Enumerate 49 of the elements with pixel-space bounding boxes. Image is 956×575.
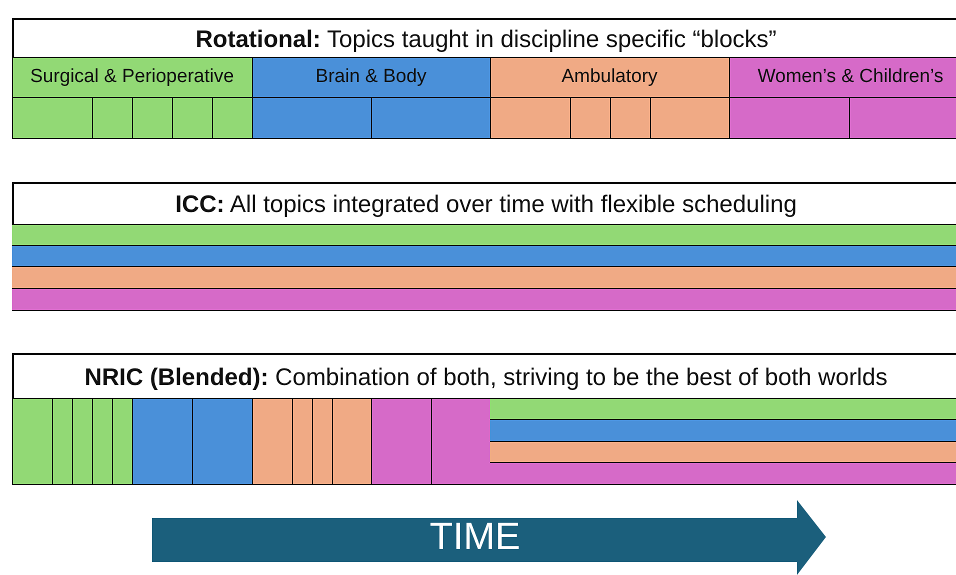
section-heading: NRIC (Blended): Combination of both, striving to be the best of both worlds xyxy=(83,364,888,392)
category-block xyxy=(728,56,956,98)
category-block xyxy=(12,56,252,98)
topic-block xyxy=(72,398,92,484)
category-label: Surgical & Perioperative xyxy=(30,66,234,88)
topic-bar xyxy=(490,440,956,462)
topic-block xyxy=(570,96,610,138)
topic-block xyxy=(112,398,132,484)
topic-block xyxy=(252,96,372,138)
topic-block xyxy=(12,398,52,484)
topic-block xyxy=(292,398,312,484)
topic-block xyxy=(312,398,332,484)
category-label: Women’s & Children’s xyxy=(758,66,944,88)
section-heading: Rotational: Topics taught in discipline specific “blocks” xyxy=(194,26,778,54)
topic-bar xyxy=(12,224,956,246)
topic-bar xyxy=(12,288,956,310)
topic-block xyxy=(332,398,372,484)
topic-block xyxy=(848,96,956,138)
arrow-label: TIME xyxy=(430,516,520,559)
topic-block xyxy=(610,96,650,138)
topic-block xyxy=(370,398,432,484)
category-label: Ambulatory xyxy=(561,66,658,88)
topic-block xyxy=(12,96,92,138)
topic-block xyxy=(52,398,72,484)
topic-bar xyxy=(490,462,956,484)
topic-bar xyxy=(12,266,956,288)
topic-block xyxy=(370,96,490,138)
topic-bar xyxy=(490,398,956,420)
category-block xyxy=(490,56,730,98)
topic-bar xyxy=(490,418,956,442)
topic-block xyxy=(728,96,850,138)
category-label: Brain & Body xyxy=(316,66,426,88)
category-block xyxy=(252,56,490,98)
topic-block xyxy=(650,96,730,138)
topic-block xyxy=(430,398,490,484)
topic-block xyxy=(490,96,570,138)
topic-block xyxy=(92,398,112,484)
timeline-panel xyxy=(12,182,956,310)
topic-block xyxy=(172,96,212,138)
topic-block xyxy=(192,398,252,484)
topic-block xyxy=(212,96,252,138)
topic-block xyxy=(252,398,292,484)
topic-block xyxy=(92,96,132,138)
section-heading: ICC: All topics integrated over time with flexible scheduling xyxy=(174,191,798,219)
topic-block xyxy=(132,398,192,484)
timeline-panel xyxy=(12,353,956,484)
topic-bar xyxy=(12,244,956,266)
timeline-panel xyxy=(12,18,956,138)
topic-block xyxy=(132,96,172,138)
